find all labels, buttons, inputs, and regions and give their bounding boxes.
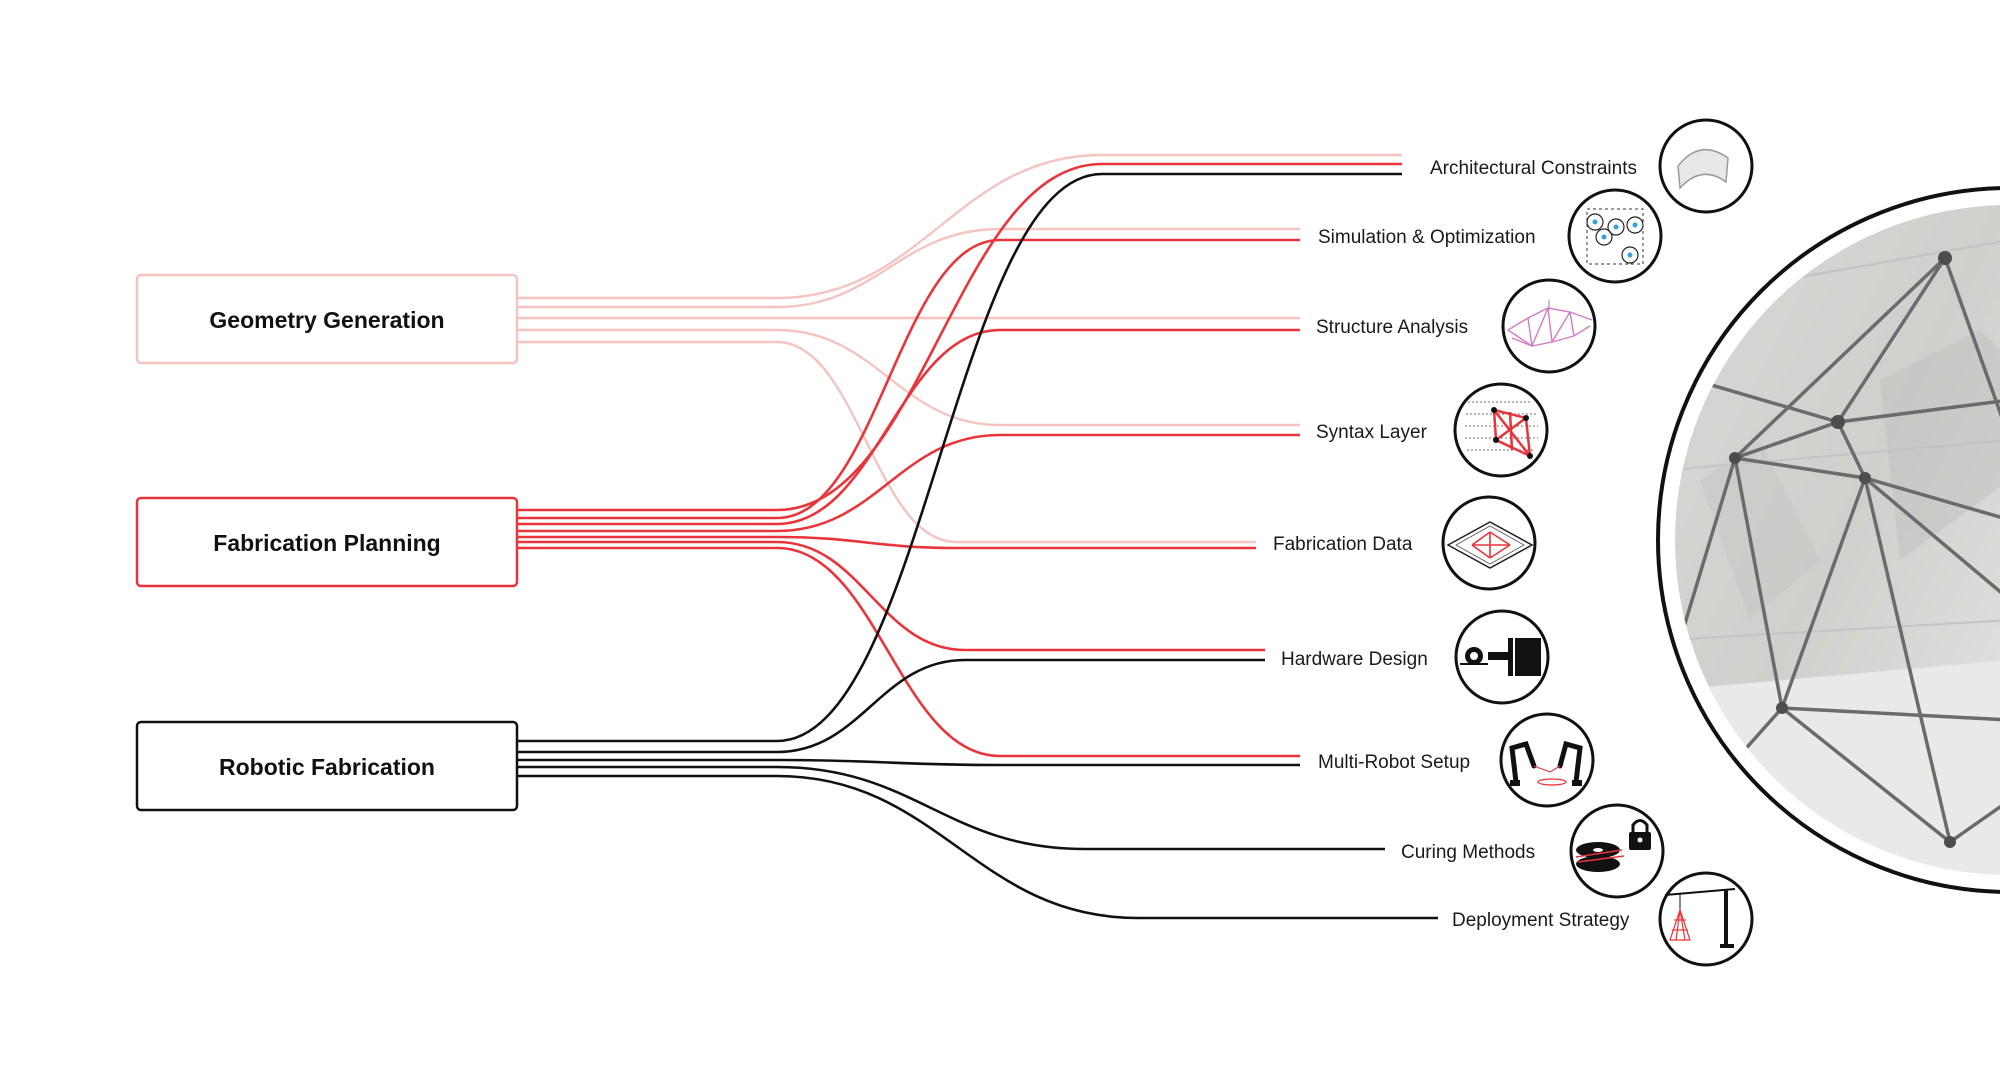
connection-curve-robotic-multi (517, 758, 1300, 767)
crane-icon (1658, 871, 1754, 967)
connection-curve-fabrication-struct (517, 328, 1300, 526)
target-label-syntax: Syntax Layer (1316, 422, 1428, 443)
source-box-robotic[interactable]: Robotic Fabrication (135, 720, 519, 812)
connection-curve-fabrication-hardware (517, 540, 1265, 652)
spool-lock-icon (1569, 803, 1665, 899)
target-label-struct: Structure Analysis (1316, 317, 1468, 338)
source-label: Fabrication Planning (213, 530, 440, 556)
target-label-multi: Multi-Robot Setup (1318, 752, 1470, 773)
connection-curve-fabrication-sim (517, 238, 1300, 520)
connection-curve-robotic-curing (517, 765, 1385, 851)
syntax-network-icon (1453, 382, 1549, 478)
target-label-hardware: Hardware Design (1281, 649, 1428, 670)
connection-curve-geometry-arch (517, 153, 1402, 300)
source-label: Geometry Generation (209, 307, 444, 333)
target-label-arch: Architectural Constraints (1430, 158, 1637, 179)
optimization-graph-icon (1567, 188, 1663, 284)
connection-curve-robotic-arch (517, 172, 1402, 743)
connection-curve-robotic-hardware (517, 658, 1265, 754)
target-label-fabdata: Fabrication Data (1273, 534, 1413, 555)
connection-curve-fabrication-fabdata (517, 535, 1256, 550)
connection-curve-fabrication-multi (517, 546, 1300, 758)
robot-arms-icon (1499, 712, 1595, 808)
fabrication-plate-icon (1441, 495, 1537, 591)
end-effector-icon (1454, 609, 1550, 705)
source-box-fabrication[interactable]: Fabrication Planning (135, 496, 519, 588)
connection-curve-geometry-sim (517, 227, 1300, 309)
space-frame-photo (1656, 186, 2000, 894)
connection-curve-fabrication-arch (517, 162, 1402, 512)
source-box-geometry[interactable]: Geometry Generation (135, 273, 519, 365)
connection-curve-geometry-fabdata (517, 340, 1256, 544)
connection-curve-geometry-syntax (517, 328, 1300, 427)
target-label-curing: Curing Methods (1401, 842, 1535, 863)
target-label-deploy: Deployment Strategy (1452, 910, 1630, 931)
connection-curve-fabrication-syntax (517, 433, 1300, 533)
connection-curve-robotic-deploy (517, 774, 1438, 920)
target-label-sim: Simulation & Optimization (1318, 227, 1536, 248)
truss-analysis-icon (1501, 278, 1597, 374)
connection-curves (517, 153, 1438, 920)
curved-panel-icon (1658, 118, 1754, 214)
source-label: Robotic Fabrication (219, 754, 435, 780)
